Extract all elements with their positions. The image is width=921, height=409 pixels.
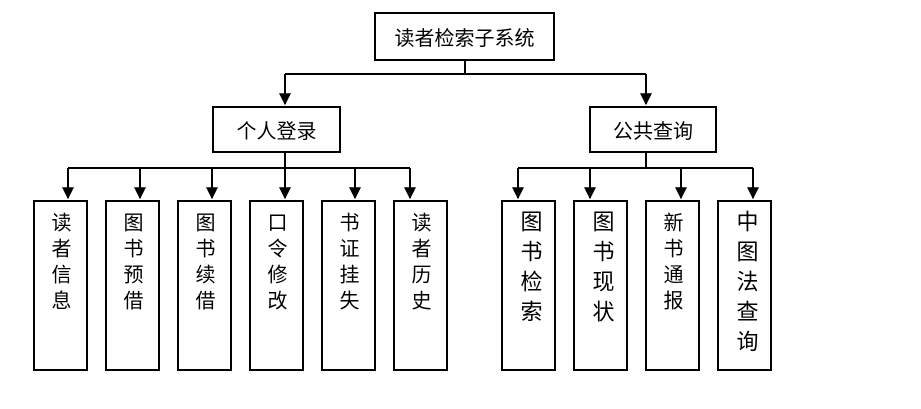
leaf-node-book-search: 图书检索 (501, 200, 556, 371)
leaf-node-card-loss: 书证挂失 (321, 200, 376, 371)
leaf-node-label: 读者信息 (48, 212, 72, 316)
leaf-node-label: 图书检索 (516, 210, 542, 330)
leaf-node-label: 口令修改 (264, 212, 288, 316)
leaf-node-reader-info: 读者信息 (33, 200, 88, 371)
leaf-node-book-status: 图书现状 (573, 200, 628, 371)
leaf-node-label: 图书预借 (120, 212, 144, 316)
branch-node-label: 个人登录 (236, 119, 317, 143)
root-node-label: 读者检索子系统 (394, 26, 535, 50)
leaf-node-label: 书证挂失 (336, 212, 360, 316)
leaf-node-label: 中图法查询 (732, 210, 758, 360)
branch-node-public-query: 公共查询 (589, 106, 717, 153)
leaf-node-password-change: 口令修改 (249, 200, 304, 371)
leaf-node-label: 图书续借 (192, 212, 216, 316)
leaf-node-book-renew: 图书续借 (177, 200, 232, 371)
leaf-node-label: 图书现状 (588, 210, 614, 330)
leaf-node-label: 新书通报 (660, 212, 684, 316)
root-node: 读者检索子系统 (374, 12, 555, 61)
leaf-node-clc-query: 中图法查询 (717, 200, 772, 371)
branch-node-personal-login: 个人登录 (212, 106, 341, 153)
leaf-node-new-books: 新书通报 (645, 200, 700, 371)
leaf-node-label: 读者历史 (408, 212, 432, 316)
leaf-node-book-reserve: 图书预借 (105, 200, 160, 371)
branch-node-label: 公共查询 (613, 119, 693, 143)
leaf-node-reader-history: 读者历史 (393, 200, 448, 371)
